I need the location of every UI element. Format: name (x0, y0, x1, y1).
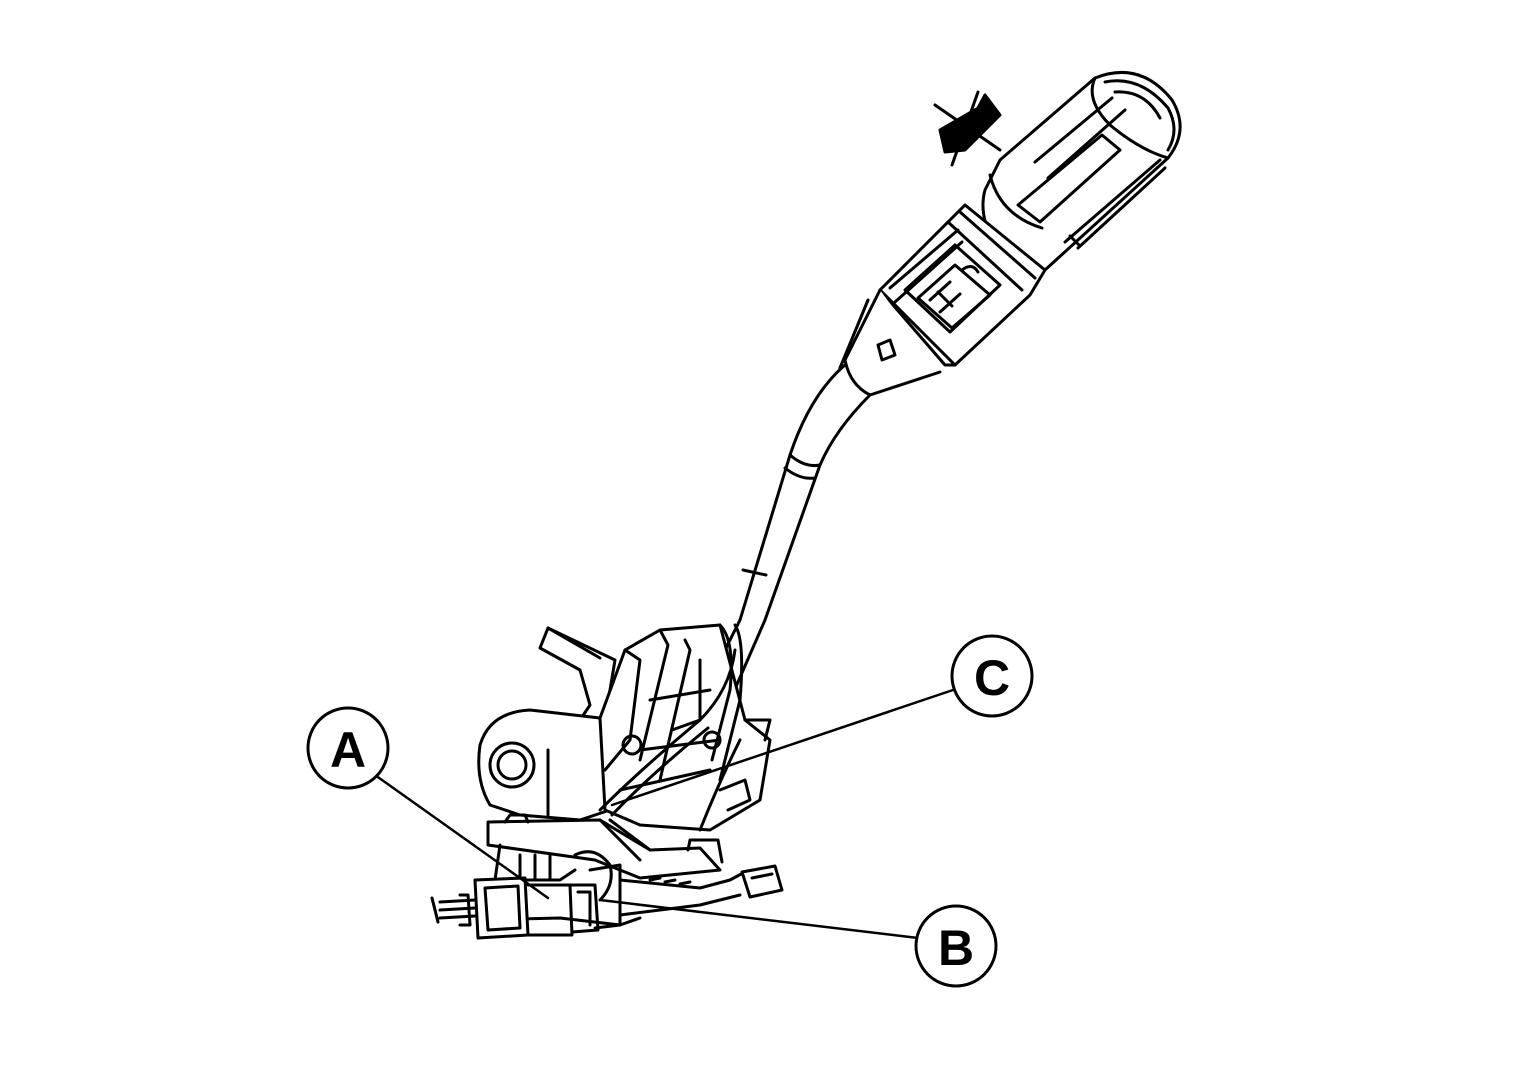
shifter-base (477, 623, 784, 930)
shift-knob (981, 70, 1182, 272)
release-arrow-icon (933, 90, 1002, 167)
callout-a: A (306, 706, 390, 790)
leader-line-a (373, 773, 550, 900)
callout-b-label: B (938, 920, 974, 976)
component-a-solenoid (430, 876, 600, 940)
callout-a-label: A (330, 722, 366, 778)
leader-line-b (598, 898, 920, 940)
callout-c-label: C (974, 650, 1010, 706)
leader-lines (373, 688, 955, 940)
callout-b: B (914, 904, 998, 988)
leader-line-c (610, 688, 955, 807)
callout-c: C (950, 634, 1034, 718)
